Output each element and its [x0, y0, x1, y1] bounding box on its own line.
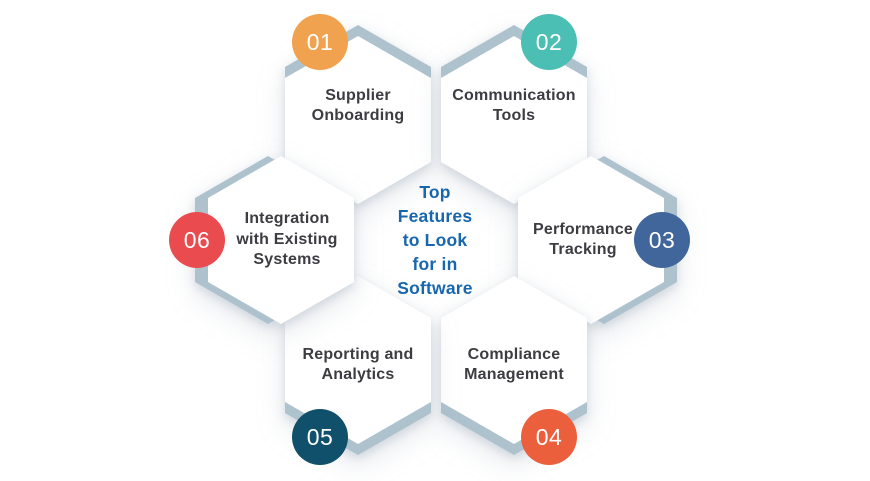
feature-label: Communication Tools	[452, 86, 576, 124]
feature-label: Reporting and Analytics	[302, 345, 414, 383]
feature-hexagon-communication-tools: Communication Tools	[441, 25, 587, 204]
feature-label: Supplier Onboarding	[311, 86, 405, 124]
title-line: Top	[419, 182, 451, 202]
feature-label: Performance Tracking	[532, 220, 634, 258]
diagram-title: Top Features to Look for in Software	[355, 180, 515, 300]
step-number: 01	[306, 28, 334, 55]
step-badge-03: 03	[634, 212, 690, 268]
step-badge-01: 01	[292, 14, 348, 70]
step-number: 05	[306, 423, 334, 450]
step-number: 02	[535, 28, 563, 55]
title-line: to Look	[402, 230, 468, 250]
step-badge-04: 04	[521, 409, 577, 465]
step-number: 03	[648, 226, 676, 253]
title-line: Features	[397, 206, 473, 226]
title-line: Software	[397, 278, 473, 298]
step-badge-02: 02	[521, 14, 577, 70]
step-badge-05: 05	[292, 409, 348, 465]
feature-label: Compliance Management	[464, 345, 564, 383]
title-line: for in	[412, 254, 458, 274]
feature-label: Integration with Existing Systems	[236, 210, 338, 269]
feature-hexagon-integration-systems: Integration with Existing Systems	[195, 156, 354, 324]
step-number: 06	[183, 226, 211, 253]
step-badge-06: 06	[169, 212, 225, 268]
step-number: 04	[535, 423, 563, 450]
feature-hexagon-compliance-management: Compliance Management	[441, 276, 587, 455]
